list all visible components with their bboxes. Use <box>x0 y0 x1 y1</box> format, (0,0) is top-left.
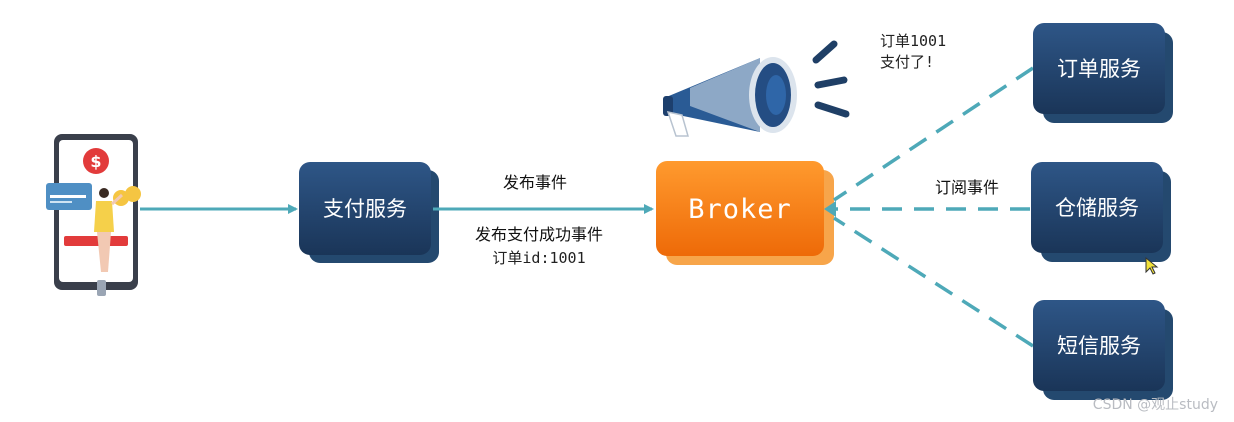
watermark-text: CSDN @观止study <box>1093 397 1218 413</box>
announcement-line2: 支付了! <box>880 53 934 71</box>
publish-detail-line1: 发布支付成功事件 <box>475 225 603 244</box>
subscribe-event-label: 订阅事件 <box>935 178 999 197</box>
phone-payment-icon: $ <box>46 134 141 296</box>
broker-incoming-arrowhead <box>824 201 836 217</box>
broker-label: Broker <box>688 194 792 225</box>
order-service-label: 订单服务 <box>1057 57 1141 81</box>
payment-service-node: 支付服务 <box>299 162 439 263</box>
storage-service-label: 仓储服务 <box>1055 196 1139 220</box>
sms-service-node: 短信服务 <box>1033 300 1173 400</box>
publish-detail-line2: 订单id:1001 <box>492 249 585 267</box>
sms-to-broker-dashed <box>833 216 1034 348</box>
order-to-broker-dashed <box>833 66 1034 202</box>
order-service-node: 订单服务 <box>1033 23 1173 123</box>
announcement-line1: 订单1001 <box>880 32 946 50</box>
publish-event-label: 发布事件 <box>503 173 567 192</box>
storage-service-node: 仓储服务 <box>1031 162 1171 262</box>
mouse-cursor-icon <box>1145 256 1159 275</box>
payment-service-label: 支付服务 <box>323 197 407 221</box>
svg-text:$: $ <box>90 152 101 171</box>
broker-node: Broker <box>656 161 834 265</box>
megaphone-icon <box>663 40 850 137</box>
sms-service-label: 短信服务 <box>1057 334 1141 358</box>
